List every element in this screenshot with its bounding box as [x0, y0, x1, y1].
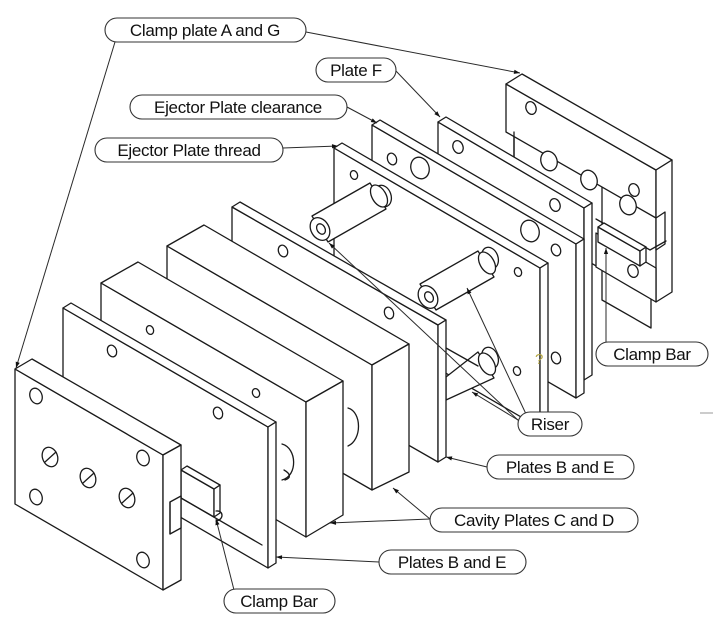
bolt-hole — [452, 140, 464, 154]
bolt-hole — [550, 351, 562, 365]
callout-clamp-plate-a-and-g: Clamp plate A and G — [104, 17, 307, 43]
clamp-plate-a — [14, 358, 182, 591]
bolt-hole — [628, 183, 640, 197]
callout-plate-f: Plate F — [315, 57, 397, 83]
callout-label: Clamp Bar — [613, 345, 691, 364]
callout-label: Clamp Bar — [240, 592, 318, 611]
callout-label: Cavity Plates C and D — [454, 511, 614, 530]
leader-ejector-clearance — [346, 106, 378, 124]
callout-clamp-bar-left: Clamp Bar — [223, 588, 336, 614]
callout-ejector-plate-thread: Ejector Plate thread — [94, 137, 284, 163]
bolt-hole — [549, 198, 561, 212]
clamp-bar-front — [180, 465, 263, 546]
clearance-hole — [410, 156, 430, 180]
bolt-hole — [627, 264, 639, 278]
leader-cavity-plate-d — [392, 487, 431, 520]
callout-plates-b-and-e-upper: Plates B and E — [486, 454, 635, 480]
annotation-question-mark: ? — [535, 351, 543, 368]
callout-label: Plates B and E — [506, 458, 614, 477]
leader-clamp-plate-a — [15, 41, 116, 369]
bolt-hole — [277, 244, 289, 258]
callout-label: Ejector Plate thread — [117, 141, 260, 160]
bolt-hole — [525, 101, 537, 115]
callout-label: Ejector Plate clearance — [154, 98, 322, 117]
leader-clamp-plate-g — [305, 31, 521, 74]
bolt-hole — [145, 324, 155, 336]
clamp-bar-rear — [597, 222, 647, 267]
bolt-hole — [106, 344, 118, 358]
callout-label: Riser — [531, 415, 570, 434]
leader-lines — [15, 31, 609, 591]
bolt-hole — [29, 488, 43, 506]
callout-label: Clamp plate A and G — [130, 21, 280, 40]
callout-plates-b-and-e-lower: Plates B and E — [378, 549, 527, 575]
leader-riser-top — [328, 242, 521, 423]
bolt-hole — [29, 387, 43, 405]
bolt-hole — [513, 266, 523, 278]
counterbore-hole — [580, 169, 598, 191]
bolt-hole — [512, 365, 522, 377]
bolt-hole — [383, 306, 395, 320]
bolt-hole — [212, 406, 224, 420]
leader-riser-middle — [466, 287, 527, 415]
counterbore-hole — [619, 194, 637, 216]
bolt-hole — [136, 551, 150, 569]
leader-plate-b — [275, 555, 380, 563]
counterbore-hole — [540, 150, 558, 172]
callout-riser: Riser — [517, 411, 583, 437]
leader-plate-f — [395, 70, 441, 118]
callout-label: Plates B and E — [398, 553, 506, 572]
riser-top — [309, 182, 389, 243]
leader-riser-bottom — [471, 391, 519, 421]
leader-plate-e — [445, 456, 488, 468]
leader-clamp-bar-left — [215, 518, 235, 591]
bolt-hole — [550, 243, 562, 257]
callout-cavity-plates-c-and-d: Cavity Plates C and D — [429, 507, 639, 533]
callout-label: Plate F — [330, 61, 382, 80]
bolt-hole — [386, 152, 398, 166]
leader-ejector-thread — [282, 144, 339, 149]
clearance-hole — [520, 219, 540, 243]
callout-ejector-plate-clearance: Ejector Plate clearance — [129, 94, 348, 120]
bolt-hole — [349, 169, 359, 181]
bolt-hole — [136, 449, 150, 467]
clamp-plate-g — [505, 73, 673, 329]
leader-cavity-plate-c — [329, 518, 431, 525]
bolt-hole — [251, 387, 261, 399]
riser-middle — [417, 250, 497, 311]
callout-clamp-bar-right: Clamp Bar — [595, 341, 709, 367]
